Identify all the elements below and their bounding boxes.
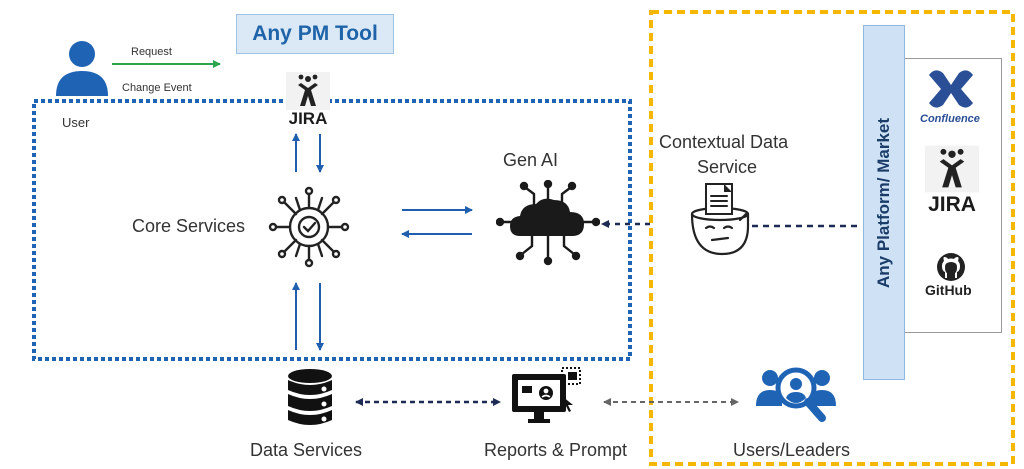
platform-jira-wordmark: JIRA: [928, 193, 976, 216]
github-icon: [937, 253, 965, 281]
confluence-icon: [929, 70, 973, 108]
contextual-label-line2: Service: [697, 157, 758, 177]
platform-bar: Any Platform/ Market: [863, 25, 905, 380]
gen-ai-label: Gen AI: [503, 150, 559, 170]
github-wordmark: GitHub: [925, 282, 972, 298]
pm-tool-box: Any PM Tool: [236, 14, 394, 54]
core-services-icon: [268, 186, 350, 268]
jira-icon: JIRA: [286, 72, 330, 130]
gen-ai-icon: [496, 180, 600, 266]
core-services-label: Core Services: [132, 216, 246, 236]
reports-label: Reports & Prompt: [484, 440, 628, 460]
user-label: User: [62, 115, 90, 130]
database-icon: [288, 369, 332, 425]
jira-wordmark: JIRA: [288, 109, 328, 128]
data-services-label: Data Services: [250, 440, 363, 460]
core-boundary: [32, 99, 632, 361]
request-label: Request: [131, 46, 172, 58]
users-leaders-label: Users/Leaders: [733, 440, 851, 460]
confluence-wordmark: Confluence: [920, 113, 980, 125]
change-event-label: Change Event: [122, 82, 192, 94]
users-leaders-icon: [756, 367, 836, 422]
pm-tool-title: Any PM Tool: [252, 22, 378, 45]
user-icon: [56, 41, 108, 96]
reports-icon: [512, 367, 581, 423]
platform-label: Any Platform/ Market: [874, 117, 893, 288]
platform-boundary: [649, 10, 1015, 466]
platform-jira-icon: JIRA: [925, 145, 979, 219]
platform-tools-panel: [905, 58, 1002, 333]
jira-figure: [286, 72, 330, 110]
contextual-label-line1: Contextual Data: [659, 132, 789, 152]
platform-jira-figure: [925, 145, 979, 193]
contextual-data-icon: [690, 183, 750, 256]
